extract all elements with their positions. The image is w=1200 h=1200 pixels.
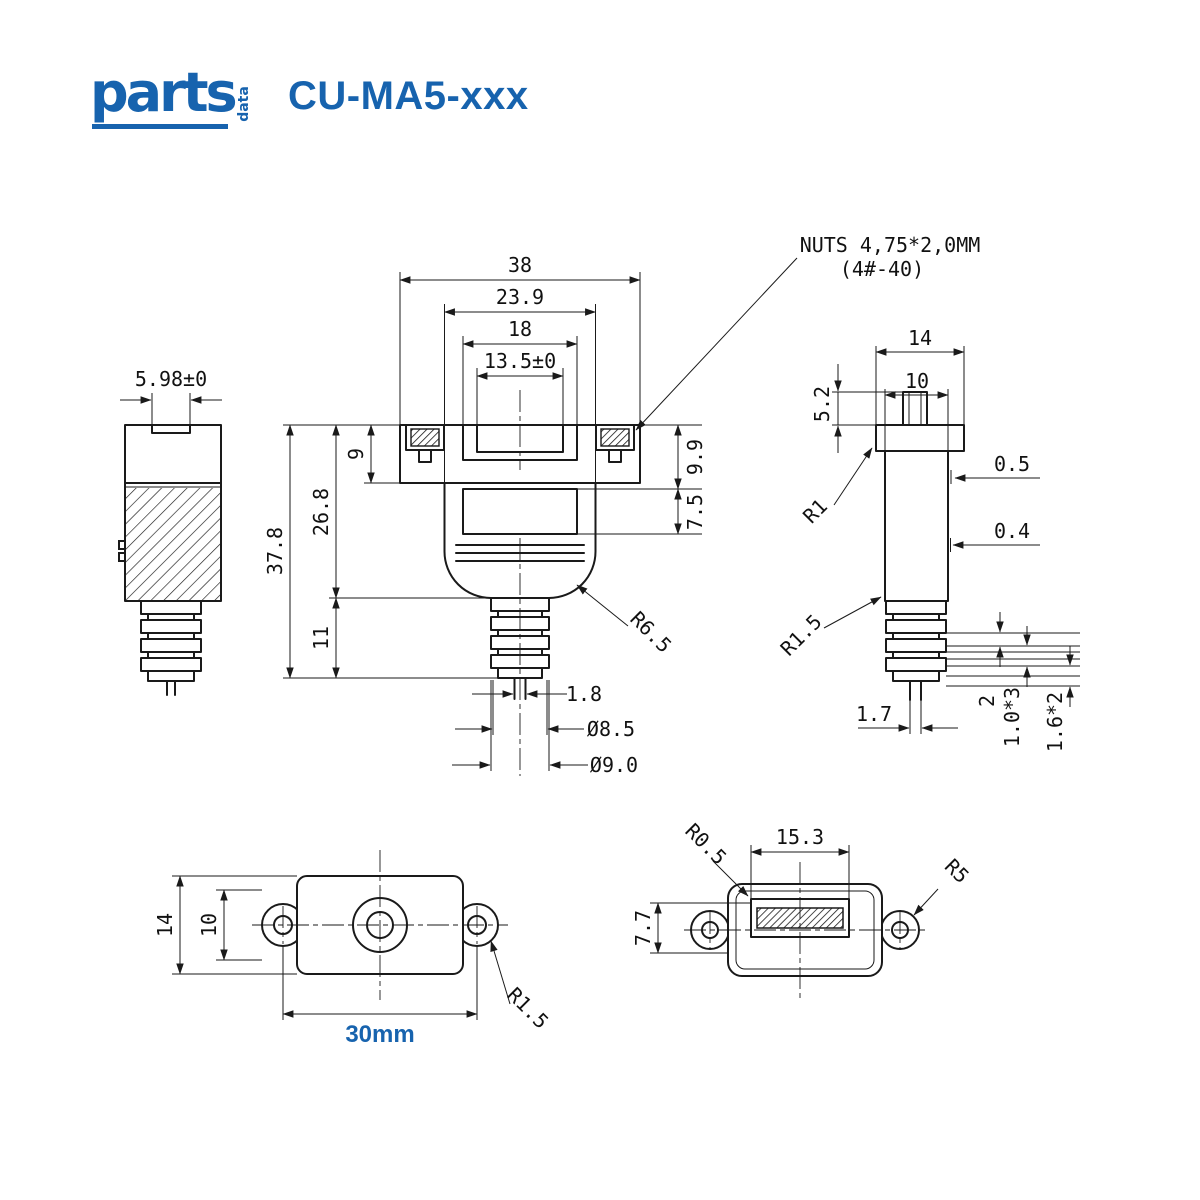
right-flange [875,424,965,452]
dim-plan-depth: 14 [153,913,177,937]
front-extension-lines [283,272,702,771]
front-cavity [462,488,578,535]
boot-rib [140,657,202,672]
boot-tail [147,670,195,682]
right-side-view: 14 10 5.2 0.5 0.4 R1 R1.5 1.7 2 1.0*3 1.… [776,326,1080,752]
side-hatch [126,488,220,600]
dim-body-corner-radius: R6.5 [625,607,676,658]
front-view: 38 23.9 18 13.5±0 9 26.8 11 37.8 9.9 7.5… [263,253,707,777]
dim-boot-outer-dia: Ø9.0 [590,753,638,777]
right-cable-lines [909,680,922,701]
dim-upper-step: 0.5 [994,452,1030,476]
bottom-centerlines [684,862,926,1000]
nuts-note-line2: (4#-40) [840,257,924,281]
right-boss-slot [908,392,922,425]
brand-logo-text: parts [90,61,238,124]
dim-hole-spacing: 30mm [345,1021,414,1048]
header: parts data CU-MA5-xxx [90,66,529,132]
leader-body-radius [823,596,882,629]
dim-plan-inner-depth: 10 [197,913,221,937]
dim-slot-corner-radius: R0.5 [680,819,731,870]
dim-overall-depth: 14 [908,326,932,350]
boot-rib [885,638,947,653]
dim-rib-pitch-single: 2 [975,695,999,707]
boot-rib [140,638,202,653]
dim-body-depth: 10 [905,369,929,393]
front-right-nut [600,428,630,447]
nuts-annotation: NUTS 4,75*2,0MM (4#-40) [635,233,981,431]
dim-overall-height: 37.8 [263,527,287,575]
plan-extension-lines [172,875,478,1020]
dim-shroud-width: 18 [508,317,532,341]
plan-centerlines [252,850,508,1000]
dim-plan-ear-radius: R1.5 [502,983,553,1034]
leader-bottom-ear-radius [913,888,939,916]
boot-rib [885,619,947,634]
side-shroud-step [151,424,191,434]
dim-bottom-ear-radius: R5 [940,854,974,888]
dim-right-lower: 7.5 [683,494,707,530]
brand-logo: parts data [90,66,252,132]
side-boot [140,600,202,682]
boot-rib [140,619,202,634]
bottom-extension-lines [650,845,850,954]
side-notch [118,540,126,550]
boot-tail [497,667,543,679]
side-extension-lines [151,393,191,430]
front-grip-lines [455,544,585,562]
dim-boot-inner-dia: Ø8.5 [587,717,635,741]
leader-ear-radius [490,940,511,1005]
dim-slot-depth: 7.7 [631,910,655,946]
nuts-note-line1: NUTS 4,75*2,0MM [800,233,981,257]
leader-slot-corner-radius [712,860,749,897]
dim-flange-height: 9 [344,448,368,460]
leader-body-corner-radius [576,584,629,627]
dim-rib-pitch-large: 1.6*2 [1043,692,1067,752]
nuts-leader-line [635,257,798,431]
dim-slot-width: 15.3 [776,825,824,849]
dim-lower-step: 0.4 [994,519,1030,543]
dim-body-width: 23.9 [496,285,544,309]
dim-body-radius: R1.5 [776,610,827,661]
brand-logo-underline [92,124,228,129]
left-side-view: 5.98±0 [118,367,222,696]
boot-rib [885,600,947,615]
bottom-view: 15.3 7.7 R0.5 R5 [631,819,974,1000]
plan-view: 14 10 R1.5 30mm [153,850,553,1048]
dim-right-upper: 9.9 [683,439,707,475]
boot-rib [885,657,947,672]
side-notch [118,552,126,562]
side-cable-lines [166,680,176,696]
front-boot [490,597,550,679]
dim-opening-width: 13.5±0 [484,349,556,373]
dim-boot-height: 11 [309,626,333,650]
right-boot [885,600,947,682]
dim-shroud-depth: 5.98±0 [135,367,207,391]
front-left-nut [410,428,440,447]
brand-logo-subtext: data [235,86,252,122]
right-extension-lines [832,346,1080,734]
boot-tail [892,670,940,682]
dim-overall-width: 38 [508,253,532,277]
boot-rib [140,600,202,615]
dim-cable-offset: 1.7 [856,702,892,726]
dim-cable-width: 1.8 [566,682,602,706]
leader-flange-radius [833,447,873,506]
right-body [884,450,949,602]
dim-boss-height: 5.2 [810,386,834,422]
front-cable-lines [513,677,527,700]
front-body-sides [443,482,597,599]
dim-flange-radius: R1 [798,494,832,528]
front-flange [399,424,641,484]
part-number-title: CU-MA5-xxx [288,74,529,118]
front-screw-slots [418,449,622,463]
dim-rib-pitch-small: 1.0*3 [1000,687,1024,747]
front-shroud [462,424,578,461]
right-step-lines [950,470,952,552]
dim-body-height: 26.8 [309,488,333,536]
right-boss [902,391,928,426]
